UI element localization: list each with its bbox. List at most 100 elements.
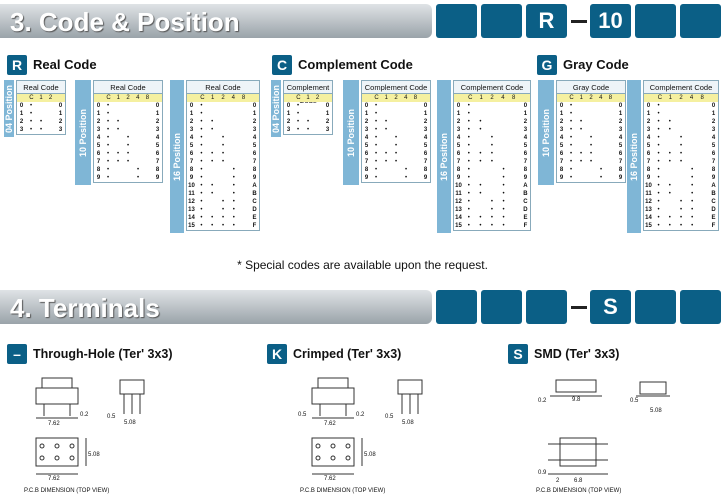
row-hex: F — [523, 223, 528, 229]
column-header: C — [371, 94, 382, 102]
position-label: 16 Position — [627, 80, 641, 233]
table-row: 6•••6 — [644, 150, 718, 158]
terminal-through-hole: Through-Hole (Ter' 3x3) — [33, 347, 173, 361]
dot-cell: • — [29, 103, 33, 109]
dot-cell — [606, 174, 616, 182]
dot-cell — [239, 174, 250, 182]
dot-cell — [509, 126, 521, 134]
dot-cell — [133, 158, 143, 166]
dot-cell: • — [200, 143, 203, 149]
dot-cell: • — [657, 143, 660, 149]
dot-cell: • — [232, 223, 235, 229]
dot-cell — [596, 110, 606, 118]
dot-cell — [381, 134, 391, 142]
position-text: 16 Position — [172, 132, 182, 181]
dot-cell: • — [126, 135, 130, 141]
dot-cell — [486, 118, 498, 126]
dot-cell — [498, 110, 510, 118]
dot-cell: • — [374, 175, 378, 181]
dot-cell — [698, 206, 709, 214]
dot-cell — [675, 102, 686, 110]
dot-cell — [664, 110, 675, 118]
term-box-7 — [680, 290, 721, 324]
table-row: 9••9 — [644, 174, 718, 182]
row-hex: 0 — [523, 103, 528, 109]
code-box-6 — [635, 4, 676, 38]
table-row: 13•••D — [644, 206, 718, 214]
dot-cell — [228, 150, 239, 158]
table-row: 0•0 — [362, 102, 430, 110]
table-title: Real Code — [93, 80, 163, 94]
column-header — [248, 94, 259, 102]
table-title: Complement Code — [361, 80, 431, 94]
dot-cell: • — [467, 191, 470, 197]
row-number: 5 — [559, 143, 564, 149]
dot-cell — [207, 102, 218, 110]
position-label: 10 Position — [538, 80, 554, 185]
table-row: 11•••B — [454, 190, 530, 198]
badge-k: K — [267, 344, 287, 364]
dot-cell — [228, 118, 239, 126]
row-number: 6 — [559, 151, 564, 157]
row-hex: 1 — [58, 111, 63, 117]
table-row: 3••3 — [644, 126, 718, 134]
dot-cell — [498, 142, 510, 150]
table-row: 1•1 — [557, 110, 625, 118]
dot-cell: • — [200, 119, 203, 125]
dot-cell — [475, 206, 487, 214]
dot-cell — [239, 166, 250, 174]
terminal-drawings — [35, 377, 670, 475]
row-number: 8 — [456, 167, 461, 173]
pcb-dim-k: P.C.B DIMENSION (TOP VIEW) — [300, 488, 386, 494]
dot-cell: • — [479, 119, 482, 125]
column-header: C — [464, 94, 476, 102]
dot-cell — [687, 102, 698, 110]
dot-cell — [239, 214, 250, 222]
dot-cell — [143, 102, 153, 110]
row-number: 7 — [189, 159, 194, 165]
dot-cell — [218, 190, 229, 198]
dot-cell — [698, 142, 709, 150]
column-header: 8 — [410, 94, 421, 102]
row-number: 3 — [19, 127, 24, 133]
row-number: 1 — [189, 111, 194, 117]
dot-cell — [664, 134, 675, 142]
dot-cell: • — [589, 143, 593, 149]
dot-cell — [391, 174, 401, 182]
term-box-s: S — [590, 290, 631, 324]
row-hex: 4 — [618, 135, 623, 141]
dot-cell — [123, 118, 133, 126]
column-header: 2 — [123, 94, 133, 102]
column-header: 1 — [303, 94, 313, 102]
table-row: 5••5 — [94, 142, 162, 150]
dot-cell — [239, 158, 250, 166]
dot-cell: • — [502, 175, 505, 181]
dot-cell: • — [232, 191, 235, 197]
row-number: 3 — [286, 127, 291, 133]
dot-cell — [228, 126, 239, 134]
dot-cell: • — [679, 215, 683, 221]
row-number: 8 — [646, 167, 651, 173]
dot-cell — [123, 110, 133, 118]
dot-cell — [698, 150, 709, 158]
dot-cell — [218, 110, 229, 118]
dot-cell — [675, 190, 686, 198]
dot-cell: • — [657, 119, 660, 125]
row-number: 6 — [456, 151, 461, 157]
dot-cell: • — [221, 135, 225, 141]
dim-k-7: 7.62 — [324, 476, 336, 482]
row-hex: 8 — [252, 167, 257, 173]
dot-cell: • — [657, 183, 660, 189]
dot-cell — [698, 190, 709, 198]
column-header: 2 — [486, 94, 498, 102]
dot-cell: • — [579, 119, 583, 125]
dot-cell — [401, 158, 411, 166]
row-number: 2 — [19, 119, 24, 125]
dot-cell: • — [394, 159, 398, 165]
dot-cell — [239, 126, 250, 134]
dot-cell — [401, 102, 411, 110]
table-row: 5••5 — [187, 142, 259, 150]
row-hex: 0 — [58, 103, 63, 109]
